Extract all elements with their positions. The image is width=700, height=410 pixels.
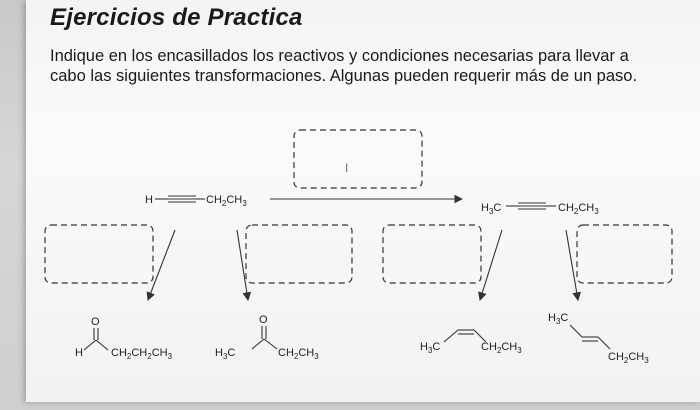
product-ketone: O H3C CH2CH3	[215, 314, 319, 361]
product-cis-alkene: H3C CH2CH3	[420, 329, 522, 355]
answer-box-top[interactable]	[293, 129, 423, 189]
slide	[26, 0, 700, 402]
arrow-to-cis-alkene	[478, 229, 503, 302]
answer-box-3[interactable]	[382, 224, 482, 284]
svg-text:H3C: H3C	[420, 341, 440, 355]
arrow-to-trans-alkene	[565, 229, 582, 302]
arrow-to-aldehyde	[146, 229, 176, 302]
svg-text:H3C: H3C	[548, 312, 568, 326]
answer-box-1[interactable]	[44, 224, 154, 284]
product-aldehyde: O H CH2CH2CH3	[75, 316, 173, 361]
page-title: Ejercicios de Practica	[50, 4, 303, 31]
svg-text:CH2CH3: CH2CH3	[278, 347, 319, 361]
reactant-alkyne: H CH2CH3	[145, 194, 247, 208]
product-ethyl: CH2CH3	[558, 202, 599, 216]
svg-text:O: O	[259, 314, 268, 326]
svg-text:O: O	[91, 316, 100, 328]
svg-text:CH2CH3: CH2CH3	[481, 341, 522, 355]
svg-text:H: H	[75, 347, 83, 359]
arrow-to-ketone	[236, 229, 252, 302]
text-cursor-icon: I	[345, 161, 348, 175]
svg-text:H3C: H3C	[215, 347, 235, 361]
svg-text:CH2CH3: CH2CH3	[608, 351, 649, 365]
instructions-text: Indique en los encasillados los reactivo…	[50, 47, 638, 85]
answer-box-4[interactable]	[576, 224, 673, 284]
product-h3c: H3C	[481, 202, 501, 216]
product-trans-alkene: H3C CH2CH3	[548, 312, 649, 365]
product-internal-alkyne: H3C CH2CH3	[481, 202, 599, 216]
svg-text:CH2CH2CH3: CH2CH2CH3	[111, 347, 173, 361]
reactant-h: H	[145, 194, 153, 206]
reactant-ethyl: CH2CH3	[206, 194, 247, 208]
answer-box-2[interactable]	[245, 224, 353, 284]
